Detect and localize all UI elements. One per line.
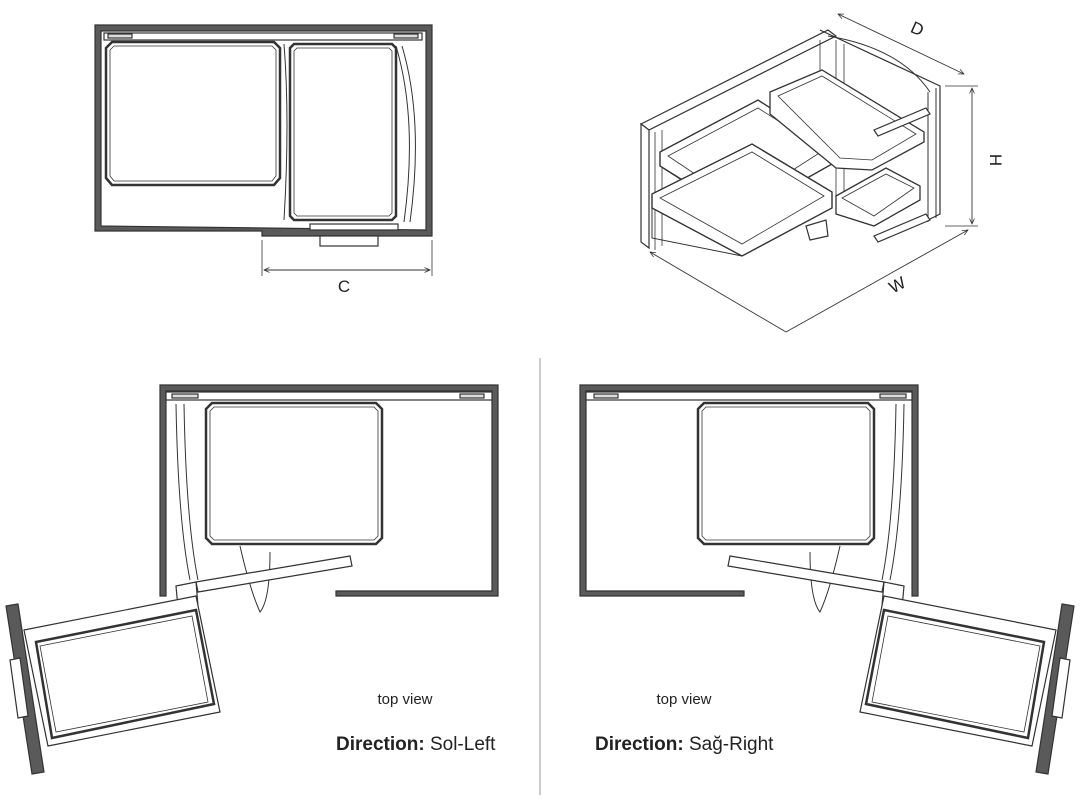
basket-right	[288, 42, 398, 222]
dimension-d-label: D	[908, 18, 927, 40]
dimension-c-label: C	[338, 277, 350, 296]
basket-swung-right	[864, 608, 1046, 740]
top-view-right	[579, 384, 1075, 775]
plan-view-dimensioned	[94, 24, 433, 276]
direction-left: Direction: Sol-Left	[336, 734, 496, 755]
direction-left-value: Sol-Left	[430, 734, 496, 755]
direction-left-label: Direction:	[336, 734, 425, 755]
top-view-left	[5, 384, 499, 775]
basket-inner-left	[204, 401, 384, 546]
dimension-w-label: W	[886, 273, 909, 297]
basket-swung-left	[34, 608, 216, 740]
isometric-view	[639, 13, 978, 333]
caption-right: top view	[656, 691, 711, 708]
direction-right: Direction: Sağ-Right	[595, 734, 774, 755]
basket-left	[104, 40, 282, 187]
direction-right-label: Direction:	[595, 734, 684, 755]
basket-inner-right	[696, 401, 876, 546]
dimension-h-label: H	[986, 154, 1005, 166]
direction-right-value: Sağ-Right	[689, 734, 774, 755]
caption-left: top view	[377, 691, 432, 708]
